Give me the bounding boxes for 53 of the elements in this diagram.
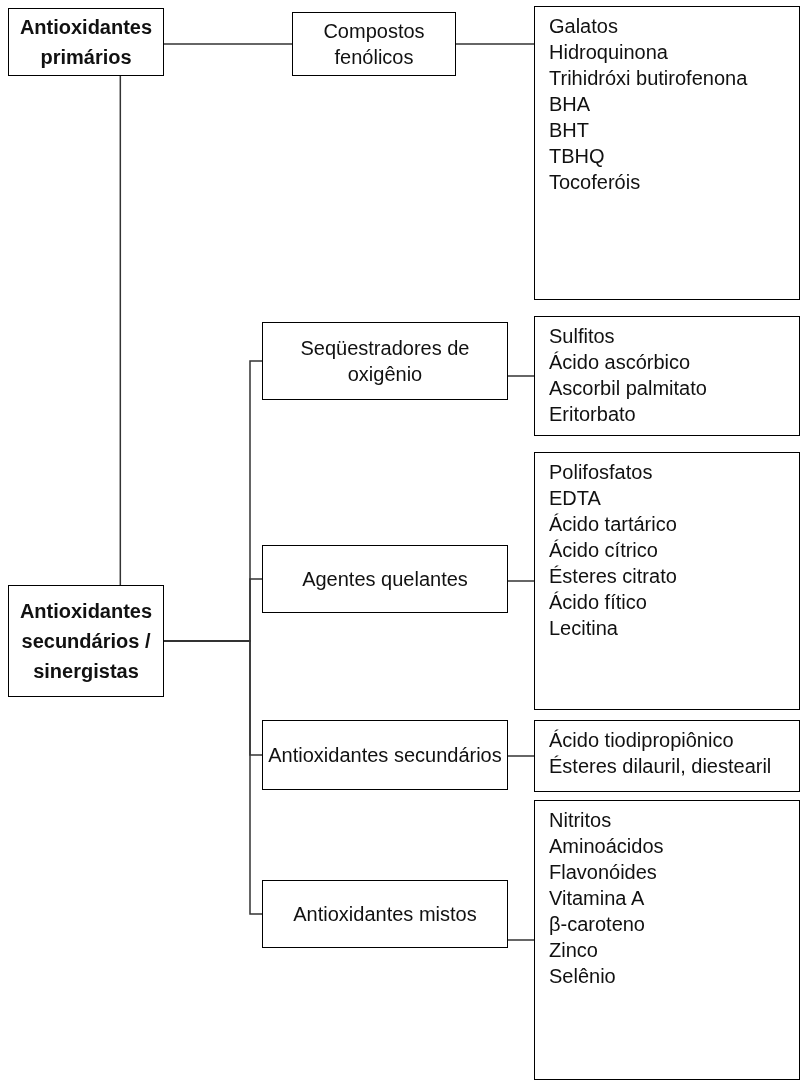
list-item: Ácido tartárico [549,512,678,537]
category-label: Agentes quelantes [302,567,468,592]
connector-line [163,43,293,45]
category-label: Compostos fenólicos [322,19,426,70]
category-box [262,322,508,400]
list-item: Zinco [549,938,599,963]
list-item: Trihidróxi butirofenona [549,66,749,91]
list-box [534,720,800,792]
list-item: Nitritos [549,808,613,833]
list-item: Sulfitos [549,324,616,349]
list-item: Lecitina [549,616,619,641]
list-item: Ácido cítrico [549,538,659,563]
list-item: Ácido ascórbico [549,350,692,375]
list-item: Galatos [549,14,619,39]
list-item: Tocoferóis [549,170,642,195]
list-item: Selênio [549,964,617,989]
connector-line [119,75,122,586]
list-item: Polifosfatos [549,460,654,485]
connector-line [507,939,535,941]
connector-line [507,755,535,757]
list-box [534,452,800,710]
category-box [262,720,508,790]
category-box [262,880,508,948]
category-label: Antioxidantes secundários / sinergistas [18,599,154,684]
list-item: β-caroteno [549,912,646,937]
list-item: Hidroquinona [549,40,669,65]
category-box [8,8,164,76]
category-box [292,12,456,76]
list-item: Ácido fítico [549,590,648,615]
list-item: Flavonóides [549,860,658,885]
list-item: Vitamina A [549,886,646,911]
connector-line [455,43,535,45]
list-item: Ácido tiodipropiônico [549,728,735,753]
category-box [8,585,164,697]
connector-line [507,375,535,377]
list-item: EDTA [549,486,602,511]
category-label: Antioxidantes primários [18,15,154,70]
category-label: Antioxidantes secundários [268,743,502,768]
category-box [262,545,508,613]
list-item: Ésteres dilauril, diestearil [549,754,773,779]
list-item: Aminoácidos [549,834,665,859]
list-item: BHA [549,92,592,117]
list-box [534,316,800,436]
list-item: Eritorbato [549,402,637,427]
category-label: Antioxidantes mistos [293,902,477,927]
list-item: TBHQ [549,144,606,169]
category-label: Seqüestradores de oxigênio [299,336,471,387]
list-item: Ascorbil palmitato [549,376,708,401]
list-item: Ésteres citrato [549,564,678,589]
list-box [534,6,800,300]
list-box [534,800,800,1080]
list-item: BHT [549,118,590,143]
connector-line [507,580,535,582]
